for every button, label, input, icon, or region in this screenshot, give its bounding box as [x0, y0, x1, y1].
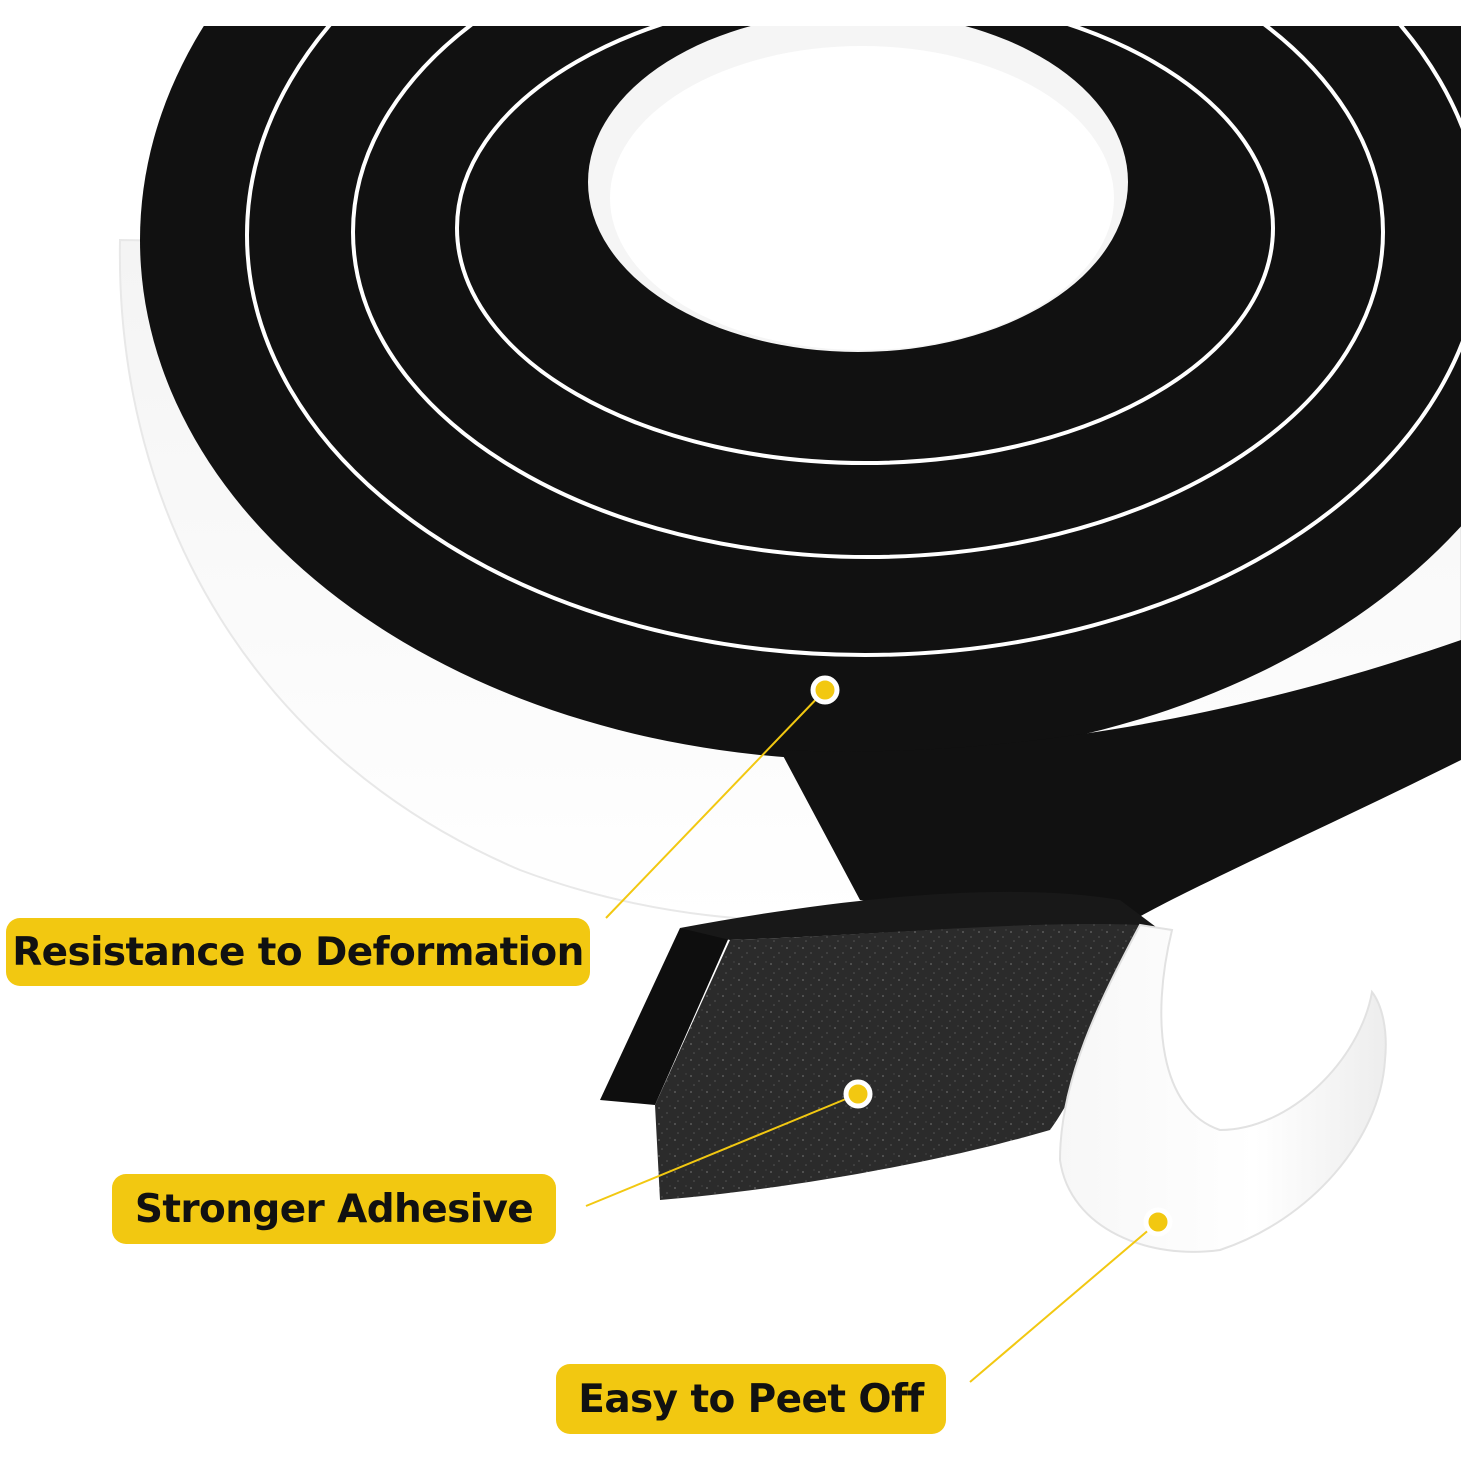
roll-core-hole — [610, 46, 1114, 350]
foam-cut-face — [600, 928, 730, 1105]
callout-dot-1 — [810, 675, 840, 705]
roll-gap-3 — [455, 26, 1275, 465]
callout-dot-2 — [843, 1079, 873, 1109]
roll-top-outer — [140, 26, 1461, 760]
callout-pointers — [585, 675, 1173, 1383]
leader-line-3 — [969, 1221, 1159, 1383]
release-liner-peel — [1058, 923, 1387, 1253]
callout-dot-3 — [1143, 1207, 1173, 1237]
loose-tape-end — [600, 640, 1461, 1253]
leader-line-2 — [585, 1093, 859, 1207]
callout-label-peel-off: Easy to Peet Off — [556, 1364, 946, 1434]
roll-gap-2 — [351, 26, 1385, 559]
roll-gap-1 — [245, 26, 1461, 657]
foam-strip-band — [780, 640, 1461, 940]
callout-label-adhesive: Stronger Adhesive — [112, 1174, 556, 1244]
foam-strip-top — [680, 891, 1160, 940]
callout-label-resistance: Resistance to Deformation — [6, 918, 590, 986]
adhesive-surface — [655, 923, 1140, 1200]
tape-roll — [118, 26, 1461, 923]
leader-line-1 — [605, 689, 826, 919]
